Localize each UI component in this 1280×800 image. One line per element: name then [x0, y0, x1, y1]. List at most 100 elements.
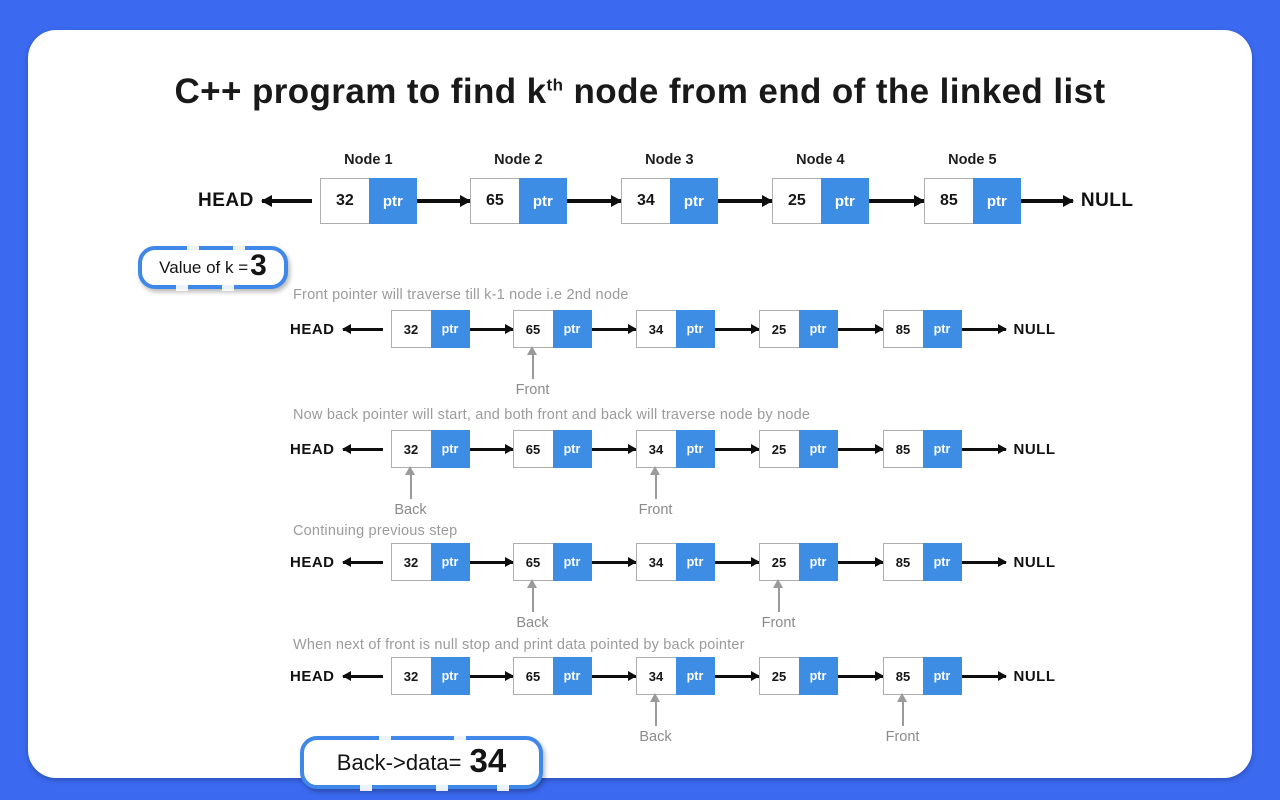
arrow-right-icon: [566, 199, 621, 203]
k-badge-value: 3: [250, 248, 267, 282]
head-label: HEAD: [290, 440, 335, 458]
arrow-left-icon: [342, 560, 383, 564]
pointer-annotation: Back: [391, 466, 431, 518]
null-label: NULL: [1013, 553, 1056, 571]
node-ptr: ptr: [368, 178, 417, 224]
arrow-right-icon: [469, 447, 513, 451]
node-ptr: ptr: [552, 310, 592, 348]
arrow-right-icon: [591, 674, 636, 678]
null-label: NULL: [1013, 667, 1056, 685]
list-node: 32 ptr Back: [390, 430, 470, 518]
node-ptr: ptr: [675, 430, 715, 468]
linked-list-step-2: HEAD 32 ptr Back 65 ptr 34 ptr Front 25: [290, 430, 1056, 518]
node-value: 32: [319, 178, 369, 224]
list-node: Node 1 32 ptr: [319, 152, 417, 224]
pointer-label: Front: [761, 615, 796, 631]
node-ptr: ptr: [820, 178, 869, 224]
list-node: Node 5 85 ptr: [923, 152, 1021, 224]
node-value: 25: [758, 310, 799, 348]
title-superscript: th: [546, 75, 564, 95]
node-value: 34: [635, 543, 676, 581]
linked-list-step-1: HEAD 32 ptr 65 ptr Front 34 ptr 25 ptr 8…: [290, 310, 1056, 398]
step-caption: Continuing previous step: [293, 523, 458, 539]
badge-tick: [379, 734, 392, 740]
badge-tick: [435, 785, 448, 791]
node-value: 85: [882, 310, 923, 348]
arrow-right-icon: [961, 327, 1006, 331]
arrow-right-icon: [1020, 199, 1073, 203]
node-title: Node 2: [494, 152, 543, 168]
node-ptr: ptr: [922, 657, 962, 695]
arrow-right-icon: [837, 560, 883, 564]
node-value: 65: [512, 543, 553, 581]
list-node: 34 ptr Back: [635, 657, 715, 745]
arrow-right-icon: [837, 447, 883, 451]
list-node: 85 ptr Front: [882, 657, 962, 745]
node-ptr: ptr: [798, 310, 838, 348]
list-node: Node 4 25 ptr: [771, 152, 869, 224]
node-ptr: ptr: [798, 543, 838, 581]
badge-tick: [221, 285, 234, 291]
pointer-label: Back: [639, 729, 672, 745]
badge-tick: [454, 734, 467, 740]
arrow-up-icon: [527, 346, 538, 379]
arrow-up-icon: [650, 693, 661, 726]
page-title: C++ program to find kth node from end of…: [28, 72, 1252, 112]
pointer-label: Back: [516, 615, 549, 631]
list-node: 25 ptr: [758, 657, 838, 695]
arrow-right-icon: [469, 560, 513, 564]
node-value: 34: [635, 430, 676, 468]
arrow-right-icon: [469, 327, 513, 331]
arrow-up-icon: [650, 466, 661, 499]
node-ptr: ptr: [675, 543, 715, 581]
node-ptr: ptr: [675, 310, 715, 348]
list-node: 25 ptr: [758, 430, 838, 468]
step-caption: When next of front is null stop and prin…: [293, 637, 745, 653]
node-value: 32: [390, 657, 431, 695]
node-ptr: ptr: [430, 430, 470, 468]
arrow-left-icon: [342, 674, 383, 678]
arrow-right-icon: [714, 327, 759, 331]
list-node: 32 ptr: [390, 657, 470, 695]
node-ptr: ptr: [518, 178, 567, 224]
arrow-right-icon: [717, 199, 772, 203]
result-badge-value: 34: [469, 742, 507, 779]
node-value: 32: [390, 430, 431, 468]
node-title: Node 4: [796, 152, 845, 168]
node-ptr: ptr: [430, 310, 470, 348]
pointer-annotation: Front: [636, 466, 676, 518]
arrow-up-icon: [527, 579, 538, 612]
arrow-right-icon: [591, 327, 636, 331]
arrow-right-icon: [837, 327, 883, 331]
node-ptr: ptr: [922, 310, 962, 348]
arrow-right-icon: [591, 447, 636, 451]
node-ptr: ptr: [798, 430, 838, 468]
node-ptr: ptr: [922, 430, 962, 468]
head-label: HEAD: [198, 190, 254, 211]
node-title: Node 5: [948, 152, 997, 168]
null-label: NULL: [1013, 440, 1056, 458]
arrow-right-icon: [868, 199, 924, 203]
node-ptr: ptr: [922, 543, 962, 581]
list-node: 34 ptr Front: [635, 430, 715, 518]
arrow-right-icon: [714, 560, 759, 564]
title-suffix: node from end of the linked list: [563, 72, 1106, 111]
node-value: 34: [635, 310, 676, 348]
node-ptr: ptr: [430, 657, 470, 695]
pointer-annotation: Front: [513, 346, 553, 398]
node-value: 85: [882, 543, 923, 581]
badge-tick: [176, 285, 189, 291]
head-label: HEAD: [290, 320, 335, 338]
null-label: NULL: [1013, 320, 1056, 338]
node-value: 65: [469, 178, 519, 224]
node-ptr: ptr: [552, 430, 592, 468]
node-value: 32: [390, 310, 431, 348]
arrow-right-icon: [591, 560, 636, 564]
node-value: 85: [882, 430, 923, 468]
node-value: 85: [882, 657, 923, 695]
list-node: 85 ptr: [882, 430, 962, 468]
list-node: 32 ptr: [390, 310, 470, 348]
node-value: 25: [758, 430, 799, 468]
diagram-card: C++ program to find kth node from end of…: [28, 30, 1252, 791]
arrow-right-icon: [714, 674, 759, 678]
